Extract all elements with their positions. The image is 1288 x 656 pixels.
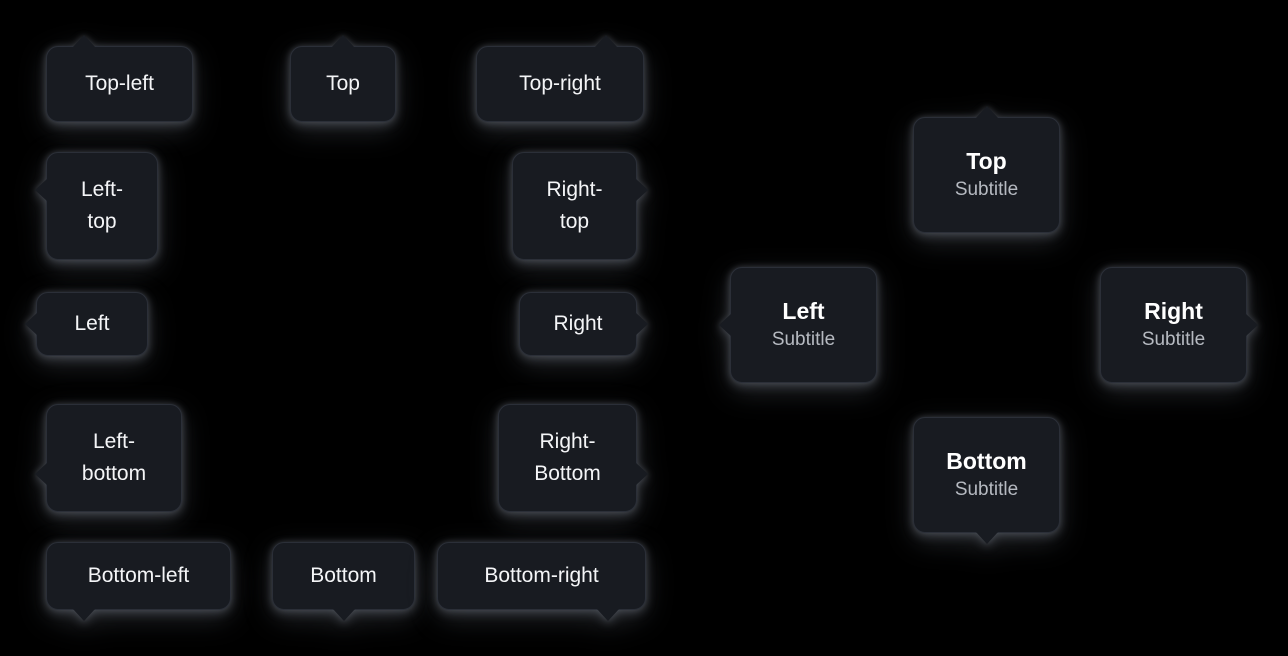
tooltip-label: Top-right	[519, 72, 601, 95]
tooltip-arrow-down-icon	[597, 609, 619, 621]
tooltip-left-top[interactable]: Left- top	[35, 152, 158, 260]
tooltip-arrow-left-icon	[719, 314, 731, 336]
tooltip-top-left[interactable]: Top-left	[46, 35, 193, 122]
tooltip-arrow-up-icon	[975, 106, 998, 118]
tooltip-arrow-right-icon	[636, 179, 648, 201]
tooltip-title: Top	[966, 148, 1007, 174]
tooltip-label: Left- bottom	[81, 430, 147, 485]
tooltip-label: Bottom	[310, 564, 377, 587]
tooltip-bottom[interactable]: Bottom	[272, 542, 415, 621]
tooltip-label: Top	[326, 72, 360, 95]
tooltip-arrow-right-icon	[1246, 314, 1258, 336]
tooltip-label: Bottom-left	[87, 564, 190, 587]
tooltip-bottom-left[interactable]: Bottom-left	[46, 542, 231, 621]
tooltip-label: Left- top	[80, 178, 124, 233]
tooltip-arrow-right-icon	[636, 463, 648, 485]
tooltip-arrow-down-icon	[975, 532, 998, 544]
tooltip-arrow-left-icon	[35, 179, 47, 201]
tooltip-arrow-up-icon	[332, 35, 354, 47]
tooltip-right-bottom[interactable]: Right- Bottom	[498, 404, 648, 512]
tooltip-title: Left	[782, 298, 825, 324]
tooltip-right-top[interactable]: Right- top	[512, 152, 648, 260]
tooltip-arrow-left-icon	[35, 463, 47, 485]
tooltip-bottom-right[interactable]: Bottom-right	[437, 542, 646, 621]
tooltip-left[interactable]: Left	[25, 292, 148, 356]
tooltip-arrow-up-icon	[595, 35, 617, 47]
tooltip-arrow-down-icon	[332, 609, 355, 621]
tooltip-label: Top-left	[85, 72, 154, 95]
tooltip-top[interactable]: Top	[290, 35, 396, 122]
tooltip-subtitle: Subtitle	[954, 479, 1019, 500]
tooltip-label: Right	[553, 312, 603, 335]
tooltip-subtitle: Subtitle	[771, 329, 836, 350]
tooltip-arrow-down-icon	[73, 609, 95, 621]
tooltip-title: Bottom	[946, 448, 1027, 474]
tooltip-arrow-right-icon	[636, 313, 648, 335]
tooltip-subtitle: Subtitle	[954, 179, 1019, 200]
tooltip-label: Right- top	[546, 178, 603, 233]
tooltip-top-right[interactable]: Top-right	[476, 35, 644, 122]
tooltip-arrow-up-icon	[73, 35, 95, 47]
tooltip-label: Bottom-right	[484, 564, 599, 587]
tooltip-left-bottom[interactable]: Left- bottom	[35, 404, 182, 512]
tooltip-arrow-left-icon	[25, 313, 37, 335]
tooltip-subtitle: Subtitle	[1141, 329, 1206, 350]
tooltip-right[interactable]: Right	[519, 292, 648, 356]
tooltip-title: Right	[1144, 298, 1203, 324]
tooltip-label: Left	[74, 312, 110, 335]
tooltip-label: Right- Bottom	[534, 430, 601, 485]
